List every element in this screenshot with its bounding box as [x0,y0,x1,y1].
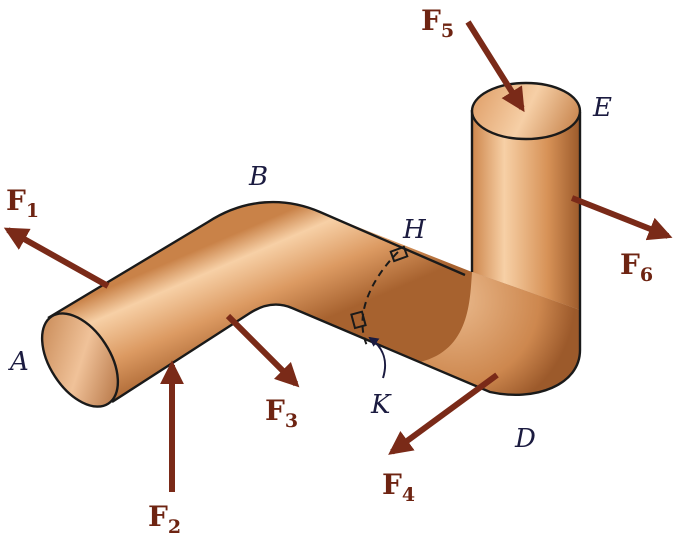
force-f3-label: F3 [265,394,298,432]
force-f5-arrow [465,20,525,113]
force-f4-arrow [388,372,499,455]
point-a-label: A [8,347,29,377]
force-f4-label: F4 [382,468,415,506]
pipe-outline [47,110,582,404]
point-h-label: H [402,215,427,245]
element-k [350,310,367,330]
force-f2-label: F2 [148,500,181,538]
end-cap-e [470,81,582,141]
force-f6-arrow [570,195,673,241]
vertical-pipe-section [472,110,580,310]
force-f3-arrow [225,313,300,388]
point-e-label: E [592,93,612,123]
point-d-label: D [514,424,536,454]
point-b-label: B [248,162,268,192]
force-f1-arrow [3,227,110,289]
force-f6-label: F6 [620,248,653,286]
k-pointer-arrow [368,336,387,379]
elbow-d [420,272,580,395]
point-k-label: K [370,390,392,420]
force-f5-label: F5 [421,4,454,42]
element-h [389,245,409,263]
section-line [361,251,399,349]
force-f1-label: F1 [6,184,39,222]
end-cap-a [40,312,120,408]
